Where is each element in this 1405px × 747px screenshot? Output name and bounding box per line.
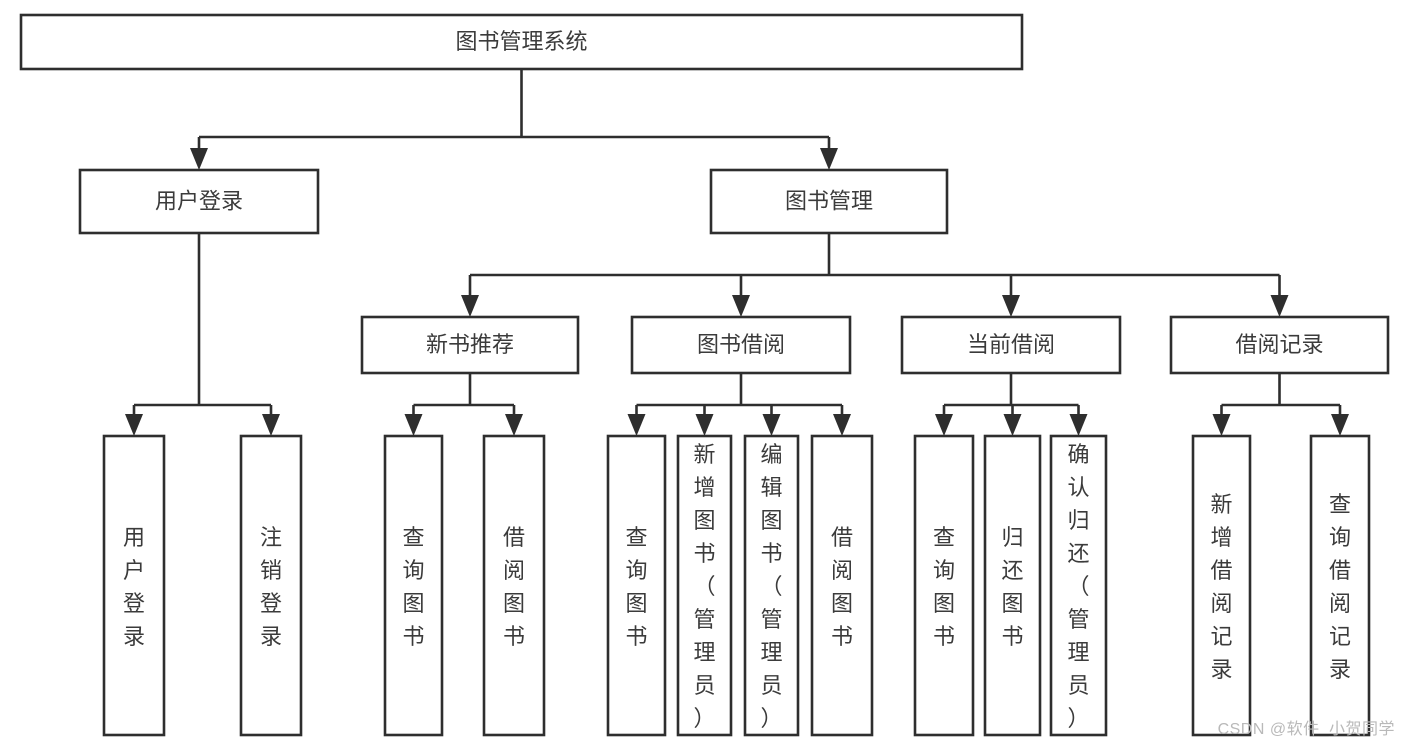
arrow-head: [190, 148, 208, 170]
node-leaf-7-label: 借阅图书: [831, 525, 853, 649]
arrow-head: [262, 414, 280, 436]
node-level2-0[interactable]: 新书推荐: [360, 315, 580, 375]
node-leaf-9-label: 归还图书: [1001, 525, 1023, 649]
node-root-rect[interactable]: [19, 13, 1024, 71]
node-level2-2-label: 当前借阅: [967, 332, 1055, 357]
arrow-head: [1212, 414, 1231, 436]
node-leaf-0-label: 用户登录: [123, 525, 145, 649]
node-level2-0-label: 新书推荐: [426, 332, 514, 357]
node-leaf-4-rect[interactable]: [606, 434, 667, 737]
node-leaf-3[interactable]: 借阅图书: [482, 434, 546, 737]
node-leaf-12[interactable]: 查询借阅记录: [1309, 434, 1371, 737]
node-leaf-9-rect[interactable]: [983, 434, 1042, 737]
node-level2-0-rect[interactable]: [360, 315, 580, 375]
node-leaf-0[interactable]: 用户登录: [102, 434, 166, 737]
connectors-layer: [125, 69, 1349, 436]
arrow-head: [1069, 414, 1088, 436]
arrow-head: [627, 414, 646, 436]
node-leaf-10-rect[interactable]: [1049, 434, 1108, 737]
node-leaf-1-label: 注销登录: [260, 525, 282, 649]
node-leaf-7-rect[interactable]: [810, 434, 874, 737]
arrow-head: [461, 295, 479, 317]
node-leaf-8-label: 查询图书: [933, 525, 955, 649]
node-leaf-2-rect[interactable]: [383, 434, 444, 737]
arrow-head: [125, 414, 143, 436]
node-leaf-6[interactable]: 编辑图书（管理员）: [743, 434, 800, 737]
node-level2-2-rect[interactable]: [900, 315, 1122, 375]
node-level1-0-label: 用户登录: [155, 188, 243, 213]
node-level2-3[interactable]: 借阅记录: [1169, 315, 1390, 375]
node-leaf-11[interactable]: 新增借阅记录: [1191, 434, 1252, 737]
node-level2-1-label: 图书借阅: [697, 332, 785, 357]
node-leaf-10[interactable]: 确认归还（管理员）: [1049, 434, 1108, 737]
node-leaf-12-label: 查询借阅记录: [1329, 492, 1351, 682]
arrow-head: [404, 414, 423, 436]
arrow-head: [505, 414, 523, 436]
node-leaf-3-rect[interactable]: [482, 434, 546, 737]
arrow-head: [695, 414, 714, 436]
node-leaf-1[interactable]: 注销登录: [239, 434, 303, 737]
node-root[interactable]: 图书管理系统: [19, 13, 1024, 71]
node-leaf-3-label: 借阅图书: [503, 525, 525, 649]
node-leaf-11-label: 新增借阅记录: [1210, 492, 1232, 682]
node-leaf-12-rect[interactable]: [1309, 434, 1371, 737]
node-leaf-9[interactable]: 归还图书: [983, 434, 1042, 737]
arrow-head: [762, 414, 781, 436]
node-level2-3-rect[interactable]: [1169, 315, 1390, 375]
node-leaf-1-rect[interactable]: [239, 434, 303, 737]
node-level1-0-rect[interactable]: [78, 168, 320, 235]
node-level2-2[interactable]: 当前借阅: [900, 315, 1122, 375]
node-leaf-7[interactable]: 借阅图书: [810, 434, 874, 737]
node-leaf-4[interactable]: 查询图书: [606, 434, 667, 737]
node-level1-1-rect[interactable]: [709, 168, 949, 235]
node-leaf-5-label: 新增图书（管理员）: [693, 442, 715, 731]
nodes-layer: 图书管理系统用户登录图书管理新书推荐图书借阅当前借阅借阅记录用户登录注销登录查询…: [19, 13, 1390, 737]
node-leaf-8-rect[interactable]: [913, 434, 975, 737]
node-leaf-5[interactable]: 新增图书（管理员）: [676, 434, 733, 737]
arrow-head: [1003, 414, 1022, 436]
node-leaf-6-label: 编辑图书（管理员）: [760, 442, 782, 731]
node-level1-0[interactable]: 用户登录: [78, 168, 320, 235]
node-leaf-11-rect[interactable]: [1191, 434, 1252, 737]
node-level1-1-label: 图书管理: [785, 188, 873, 213]
node-level2-3-label: 借阅记录: [1235, 332, 1323, 357]
node-leaf-0-rect[interactable]: [102, 434, 166, 737]
node-leaf-10-label: 确认归还（管理员）: [1067, 442, 1089, 731]
arrow-head: [833, 414, 851, 436]
node-level2-1[interactable]: 图书借阅: [630, 315, 852, 375]
node-leaf-6-rect[interactable]: [743, 434, 800, 737]
node-root-label: 图书管理系统: [455, 29, 587, 54]
node-leaf-8[interactable]: 查询图书: [913, 434, 975, 737]
node-level1-1[interactable]: 图书管理: [709, 168, 949, 235]
arrow-head: [732, 295, 750, 317]
arrow-head: [1270, 295, 1289, 317]
node-leaf-5-rect[interactable]: [676, 434, 733, 737]
arrow-head: [1331, 414, 1349, 436]
arrow-head: [1002, 295, 1020, 317]
node-leaf-2-label: 查询图书: [402, 525, 424, 649]
node-leaf-2[interactable]: 查询图书: [383, 434, 444, 737]
arrow-head: [820, 148, 838, 170]
arrow-head: [935, 414, 953, 436]
node-leaf-4-label: 查询图书: [625, 525, 647, 649]
node-level2-1-rect[interactable]: [630, 315, 852, 375]
